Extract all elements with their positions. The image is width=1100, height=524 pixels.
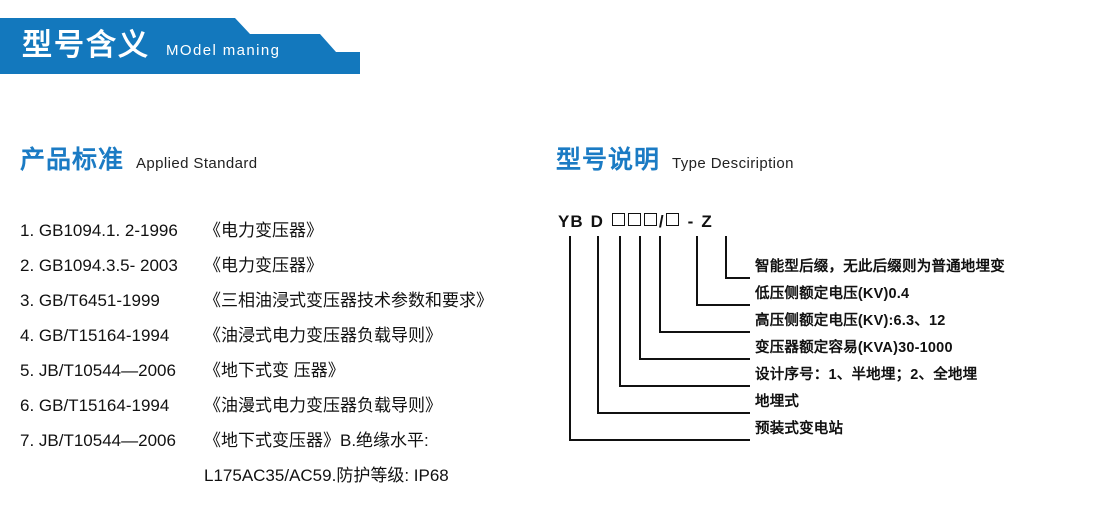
type-description-title-cn: 型号说明 xyxy=(556,146,661,174)
standard-name: L175AC35/AC59.防护等级: IP68 xyxy=(204,466,449,485)
standard-code: 5. JB/T10544—2006 xyxy=(20,361,176,380)
model-code-prefix: YB xyxy=(558,212,584,231)
type-label: 变压器额定容易(KVA)30-1000 xyxy=(755,340,953,356)
standard-code: 7. JB/T10544—2006 xyxy=(20,431,176,450)
type-label: 预装式变电站 xyxy=(755,421,844,437)
model-code-dash: - xyxy=(687,212,695,231)
type-label: 智能型后缀，无此后缀则为普通地埋变 xyxy=(755,259,1005,275)
standard-row: L175AC35/AC59.防护等级: IP68 xyxy=(20,461,550,496)
model-code-letter: D xyxy=(590,212,604,231)
standard-code: 6. GB/T15164-1994 xyxy=(20,396,170,415)
section-heading-applied-standard: 产品标准 Applied Standard xyxy=(20,140,258,176)
type-description-diagram: YB D / -Z 智能型后缀，无此后缀则为普通地埋变低压侧额定电压(KV)0.4 高压… xyxy=(550,212,1095,462)
standard-row: 3. GB/T6451-1999 《三相油浸式变压器技术参数和要求》 xyxy=(20,286,550,321)
section-heading-type-description: 型号说明 Type Desciription xyxy=(556,140,794,176)
standard-row: 6. GB/T15164-1994 《油漫式电力变压器负载导则》 xyxy=(20,391,550,426)
standard-code: 2. GB1094.3.5- 2003 xyxy=(20,256,178,275)
type-label: 低压侧额定电压(KV)0.4 xyxy=(755,286,910,302)
standard-name: 《地下式变 压器》 xyxy=(204,361,345,380)
standard-row: 2. GB1094.3.5- 2003 《电力变压器》 xyxy=(20,251,550,286)
type-label: 高压侧额定电压(KV):6.3、12 xyxy=(755,313,946,329)
type-label: 地埋式 xyxy=(755,394,800,410)
standard-name: 《地下式变压器》B.绝缘水平: xyxy=(204,431,429,450)
applied-standard-title-cn: 产品标准 xyxy=(20,146,125,174)
model-code-box-capacity-2 xyxy=(628,213,642,226)
banner-title-en: MOdel maning xyxy=(166,42,281,59)
model-code: YB D / -Z xyxy=(558,212,713,232)
model-code-suffix: Z xyxy=(701,212,713,231)
standard-code: 3. GB/T6451-1999 xyxy=(20,291,160,310)
standard-row: 4. GB/T15164-1994 《油浸式电力变压器负载导则》 xyxy=(20,321,550,356)
page-banner: 型号含义 MOdel maning xyxy=(0,18,360,74)
model-code-box-capacity-1 xyxy=(612,213,626,226)
type-label-list: 智能型后缀，无此后缀则为普通地埋变低压侧额定电压(KV)0.4 高压侧额定电压(K… xyxy=(755,254,1095,443)
standard-name: 《油漫式电力变压器负载导则》 xyxy=(204,396,442,415)
standard-code: 4. GB/T15164-1994 xyxy=(20,326,170,345)
standards-list: 1. GB1094.1. 2-1996《电力变压器》2. GB1094.3.5-… xyxy=(20,216,550,496)
standard-row: 1. GB1094.1. 2-1996 《电力变压器》 xyxy=(20,216,550,251)
standard-name: 《电力变压器》 xyxy=(204,221,323,240)
standard-code: 1. GB1094.1. 2-1996 xyxy=(20,221,178,240)
standard-name: 《油浸式电力变压器负载导则》 xyxy=(204,326,442,345)
standard-name: 《三相油浸式变压器技术参数和要求》 xyxy=(204,291,493,310)
model-code-box-voltage xyxy=(666,213,680,226)
model-code-separator: / xyxy=(658,212,665,231)
standard-name: 《电力变压器》 xyxy=(204,256,323,275)
standard-row: 7. JB/T10544—2006 《地下式变压器》B.绝缘水平: xyxy=(20,426,550,461)
standard-row: 5. JB/T10544—2006 《地下式变 压器》 xyxy=(20,356,550,391)
banner-title-cn: 型号含义 xyxy=(22,29,150,62)
applied-standard-title-en: Applied Standard xyxy=(136,155,258,172)
type-label: 设计序号：1、半地埋；2、全地埋 xyxy=(755,367,978,383)
type-description-title-en: Type Desciription xyxy=(672,155,794,172)
leader-lines xyxy=(569,236,750,441)
banner-text-group: 型号含义 MOdel maning xyxy=(22,18,280,74)
model-code-box-capacity-3 xyxy=(644,213,658,226)
banner-shape xyxy=(0,18,360,74)
